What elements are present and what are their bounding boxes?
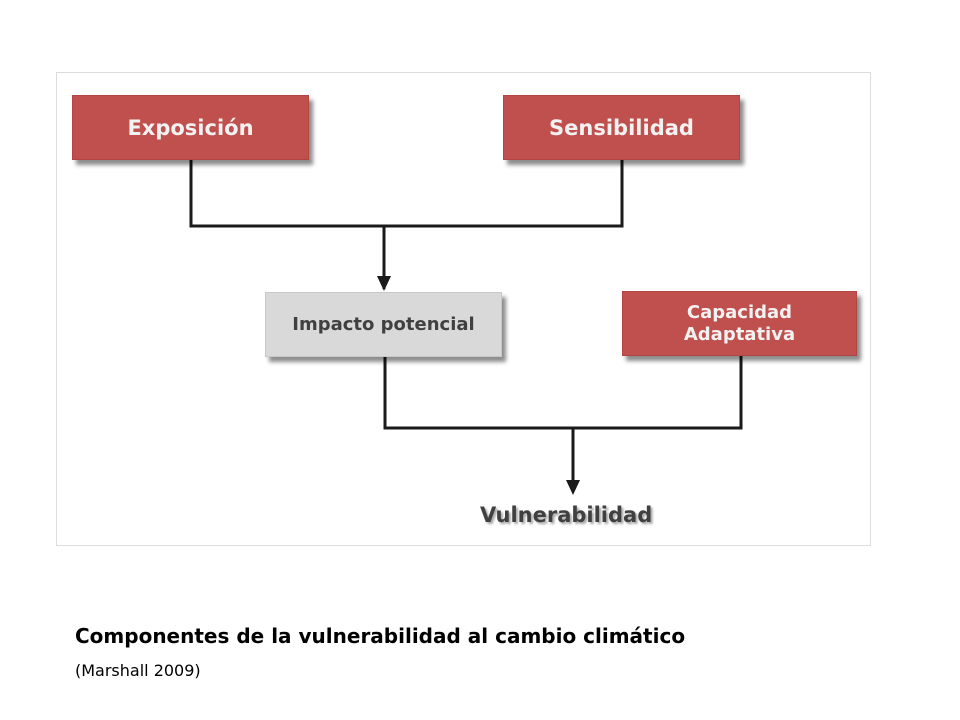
sensibilidad-label: Sensibilidad	[549, 115, 694, 140]
vulnerabilidad-label: Vulnerabilidad	[480, 503, 653, 527]
capacidad-label-line2: Adaptativa	[683, 323, 796, 345]
sensibilidad-box: Sensibilidad	[503, 95, 740, 160]
connector-exposicion	[189, 160, 384, 228]
connector-capacidad	[573, 356, 743, 430]
connector-impacto	[383, 357, 573, 430]
exposicion-box: Exposición	[72, 95, 309, 160]
impacto-potencial-box: Impacto potencial	[265, 292, 502, 357]
capacidad-adaptativa-box: Capacidad Adaptativa	[622, 291, 857, 356]
caption-source: (Marshall 2009)	[75, 661, 201, 680]
arrowhead-impacto	[377, 276, 391, 291]
arrowhead-vulnerabilidad	[566, 480, 580, 495]
impacto-potencial-label: Impacto potencial	[292, 314, 475, 335]
exposicion-label: Exposición	[127, 115, 254, 140]
capacidad-label-line1: Capacidad	[686, 301, 793, 323]
caption-title: Componentes de la vulnerabilidad al camb…	[75, 624, 686, 648]
connector-sensibilidad	[384, 160, 624, 228]
